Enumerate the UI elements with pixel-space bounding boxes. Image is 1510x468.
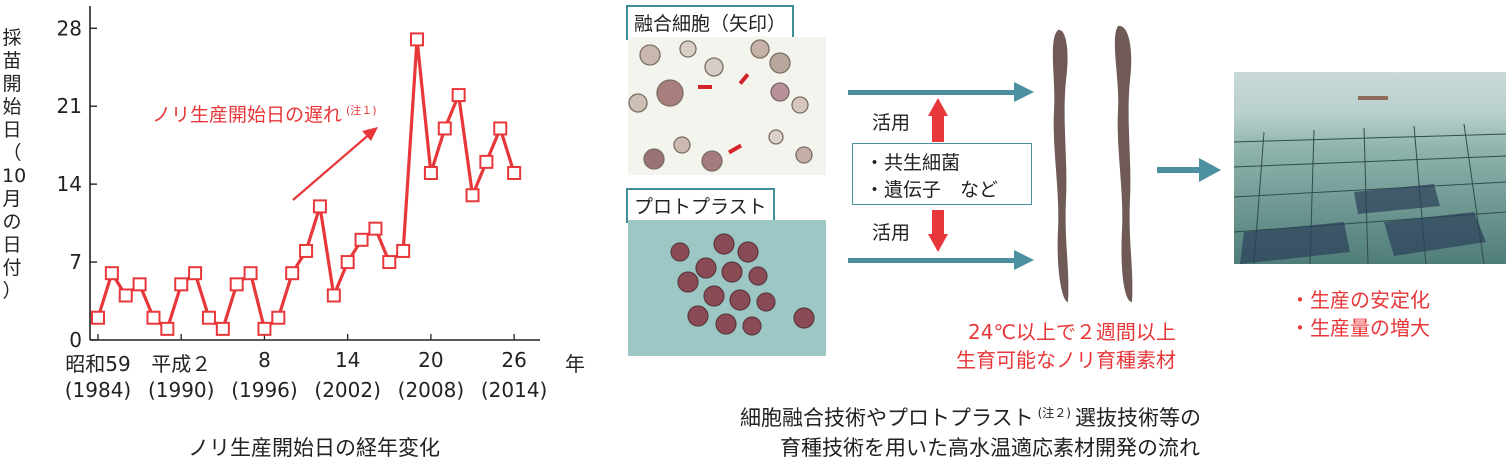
chart-annotation: ノリ生産開始日の遅れ(注１) [152, 100, 377, 127]
y-tick-label: 28 [57, 16, 82, 40]
nori-farm-photo [1234, 72, 1506, 264]
data-point [104, 266, 119, 281]
chart-axes [89, 6, 540, 341]
nori-seaweed-image [1052, 25, 1133, 303]
data-point [174, 277, 189, 292]
data-point [437, 121, 452, 136]
method-list-item: ・遺伝子 など [865, 179, 999, 201]
series-polyline [96, 37, 516, 331]
data-point [146, 310, 161, 325]
data-point [188, 266, 203, 281]
x-tick-label: 平成２ [151, 352, 212, 376]
y-axis-label-char: 10 [2, 165, 27, 187]
x-tick-label-year: (1996) [231, 378, 298, 402]
data-point [493, 121, 508, 136]
data-point [354, 232, 369, 247]
x-tick-label: 26 [501, 348, 527, 372]
data-point [243, 266, 258, 281]
y-tick-label: 14 [57, 172, 82, 196]
data-point [215, 321, 230, 336]
data-point [299, 243, 314, 258]
y-axis-label-char: 月 [2, 188, 22, 210]
x-tick-label-year: (2002) [314, 378, 381, 402]
y-axis-label-char: 付 [2, 257, 22, 279]
y-axis-label-char: 開 [2, 73, 22, 95]
data-point [285, 266, 300, 281]
material-text-line2: 生育可能なノリ育種素材 [956, 348, 1176, 372]
x-tick-label: 8 [258, 348, 271, 372]
y-axis-label-char: の [2, 211, 22, 233]
data-point [312, 199, 327, 214]
annotation-note: (注１) [346, 103, 377, 117]
result-item: ・生産の安定化 [1290, 288, 1430, 312]
method-list-box: ・共生細菌 ・遺伝子 など [852, 143, 1032, 205]
annotation-text: ノリ生産開始日の遅れ [152, 104, 343, 126]
x-tick-label: 20 [418, 348, 444, 372]
y-axis-label-char: （ [2, 142, 22, 164]
data-point [91, 310, 105, 325]
data-point [257, 321, 272, 336]
series-markers [91, 32, 522, 336]
data-point [410, 32, 425, 47]
caption-text: 細胞融合技術やプロトプラスト [740, 406, 1034, 430]
data-point [423, 166, 438, 180]
y-axis-label-char: 苗 [2, 50, 22, 72]
material-text-line1: 24℃以上で２週間以上 [968, 320, 1176, 344]
result-item: ・生産量の増大 [1290, 316, 1430, 340]
data-point [201, 310, 216, 325]
caption-note: (注２) [1037, 406, 1071, 420]
caption-text-rest: 選抜技術等の [1074, 406, 1201, 430]
data-point [229, 277, 244, 292]
use-label-bottom: 活用 [872, 222, 911, 244]
y-tick-label: 7 [69, 250, 82, 274]
protoplast-label: プロトプラスト [626, 188, 775, 223]
data-point [340, 255, 355, 270]
x-tick-label-year: (2014) [480, 378, 548, 402]
data-point [451, 88, 466, 103]
y-axis-label-char: 日 [2, 119, 22, 141]
data-point [271, 310, 286, 325]
data-point [507, 166, 522, 180]
y-ticks: 0 7 14 21 28 [57, 16, 515, 352]
fusion-cell-photo [628, 37, 826, 175]
series-line [96, 37, 516, 331]
x-tick-label: 昭和59 [65, 352, 131, 376]
y-axis-label-char: 始 [2, 96, 22, 118]
data-point [479, 154, 494, 169]
data-point [382, 255, 397, 270]
data-point [132, 277, 147, 292]
y-axis-label-char: ） [2, 280, 22, 302]
x-tick-label-year: (2008) [397, 378, 465, 402]
data-point [160, 321, 175, 336]
x-tick-label: 14 [334, 348, 361, 372]
fusion-cell-label: 融合細胞（矢印） [626, 5, 795, 40]
chart-caption: ノリ生産開始日の経年変化 [188, 436, 440, 460]
data-point [368, 221, 383, 236]
protoplast-photo [628, 220, 826, 356]
y-tick-label: 21 [57, 94, 82, 118]
diagram-caption-line2: 育種技術を用いた高水温適応素材開発の流れ [780, 436, 1200, 460]
y-axis-label-char: 日 [2, 234, 22, 256]
flow-arrow-right [1157, 158, 1221, 182]
annotation-arrow [292, 127, 378, 201]
x-unit-label: 年 [565, 352, 585, 376]
y-tick-label: 0 [69, 328, 82, 352]
data-point [118, 288, 133, 303]
data-point [396, 243, 411, 258]
x-tick-label-year: (1984) [64, 378, 132, 402]
use-label-top: 活用 [872, 112, 911, 134]
x-tick-label-year: (1990) [147, 378, 215, 402]
flow-arrows-left [848, 82, 1034, 270]
data-point [465, 188, 480, 203]
data-point [326, 288, 341, 303]
method-list-item: ・共生細菌 [865, 152, 961, 174]
y-axis-label-char: 採 [2, 27, 22, 49]
diagram-caption-line1: 細胞融合技術やプロトプラスト(注２)選抜技術等の [740, 402, 1201, 432]
line-chart: 0 7 14 21 28 [57, 6, 540, 352]
